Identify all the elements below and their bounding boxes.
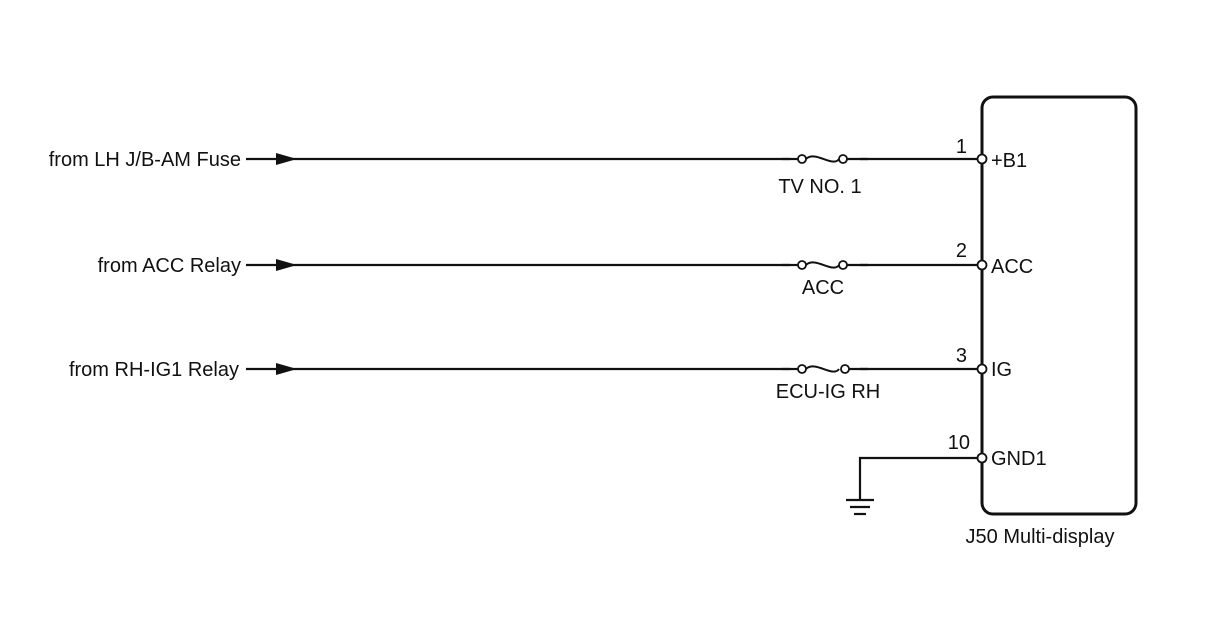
component-label: J50 Multi-display — [966, 526, 1115, 548]
arrow-icon — [276, 363, 297, 375]
circuit-2: from ACC Relay ACC 2 ACC — [98, 240, 1034, 299]
multi-display-box — [980, 95, 1138, 516]
source-label-2: from ACC Relay — [98, 255, 241, 277]
ground-pin-name: GND1 — [991, 448, 1047, 470]
ground-wire — [858, 456, 982, 500]
pin-name-3: IG — [991, 359, 1012, 381]
fuse-label-3: ECU-IG RH — [776, 381, 880, 403]
terminal-icon — [976, 452, 988, 464]
pin-number-1: 1 — [956, 136, 967, 158]
fuse-icon — [782, 150, 868, 168]
fuse-icon — [782, 360, 868, 378]
terminal-icon — [976, 363, 988, 375]
ground-circuit: 10 GND1 — [846, 432, 1047, 516]
pin-number-2: 2 — [956, 240, 967, 262]
source-label-3: from RH-IG1 Relay — [69, 359, 239, 381]
ground-pin-number: 10 — [948, 432, 970, 454]
terminal-icon — [976, 259, 988, 271]
pin-name-2: ACC — [991, 256, 1033, 278]
circuit-1: from LH J/B-AM Fuse TV NO. 1 1 +B1 — [49, 136, 1027, 198]
arrow-icon — [276, 259, 297, 271]
terminal-icon — [976, 153, 988, 165]
ground-icon — [846, 498, 874, 516]
circuit-3: from RH-IG1 Relay ECU-IG RH 3 IG — [69, 345, 1012, 403]
source-label-1: from LH J/B-AM Fuse — [49, 149, 241, 171]
pin-number-3: 3 — [956, 345, 967, 367]
arrow-icon — [276, 153, 297, 165]
pin-name-1: +B1 — [991, 150, 1027, 172]
fuse-icon — [782, 256, 868, 274]
fuse-label-2: ACC — [802, 277, 844, 299]
fuse-label-1: TV NO. 1 — [778, 176, 861, 198]
